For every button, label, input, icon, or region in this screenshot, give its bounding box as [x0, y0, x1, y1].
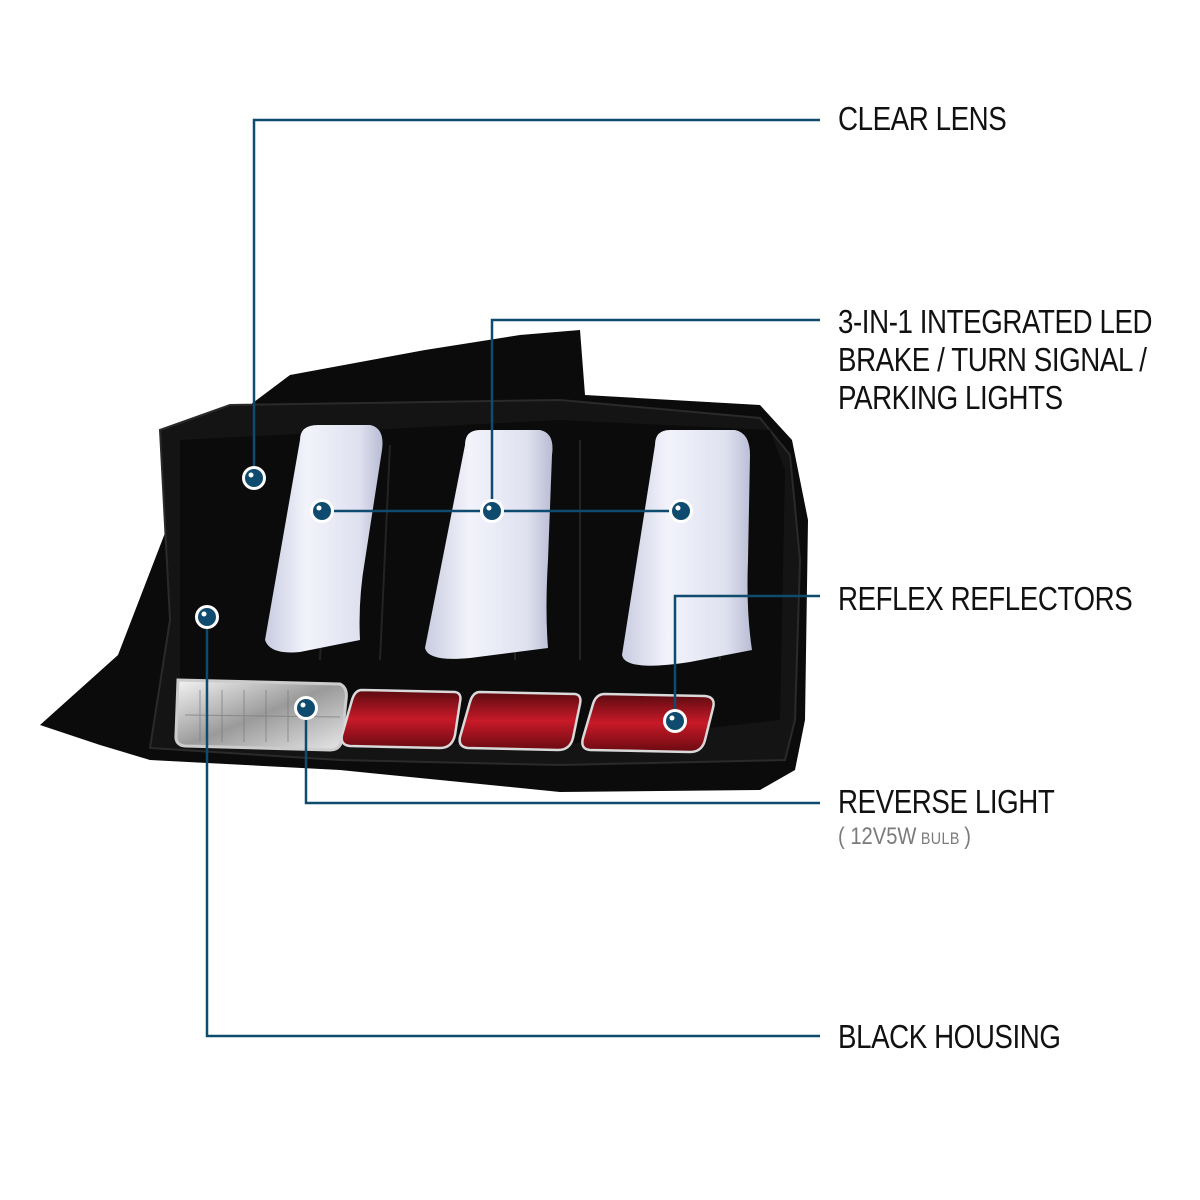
dot-led-3 — [669, 499, 693, 523]
label-reverse-light: REVERSE LIGHT — [838, 783, 1055, 821]
reverse-light-bulb-spec: ( 12V5W BULB ) — [838, 823, 971, 851]
leader-led-up — [490, 318, 820, 511]
dot-reverse — [294, 696, 318, 720]
leader-reverse — [304, 708, 820, 805]
dot-led-2 — [480, 499, 504, 523]
label-integrated-led-line1: 3-IN-1 INTEGRATED LED — [838, 303, 1153, 340]
reflector-2 — [458, 690, 582, 752]
dot-housing — [195, 605, 219, 629]
open-paren: ( — [838, 823, 851, 850]
callout-dots — [195, 466, 693, 733]
led-bar-1 — [265, 425, 383, 653]
led-bar-3 — [622, 430, 752, 666]
label-integrated-led-line2: BRAKE / TURN SIGNAL / — [838, 341, 1147, 378]
reflector-3 — [581, 692, 715, 754]
label-reflex-reflectors-text: REFLEX REFLECTORS — [838, 580, 1133, 617]
label-integrated-led: 3-IN-1 INTEGRATED LED BRAKE / TURN SIGNA… — [838, 303, 1153, 417]
label-reflex-reflectors: REFLEX REFLECTORS — [838, 580, 1133, 618]
label-reverse-light-text: REVERSE LIGHT — [838, 783, 1055, 820]
label-clear-lens: CLEAR LENS — [838, 100, 1007, 138]
led-bar-2 — [425, 430, 553, 659]
reflector-1 — [340, 688, 462, 750]
dot-led-1 — [310, 499, 334, 523]
label-black-housing: BLACK HOUSING — [838, 1018, 1061, 1056]
bulb-word: BULB — [916, 829, 965, 848]
label-clear-lens-text: CLEAR LENS — [838, 100, 1007, 137]
leader-clear-lens — [252, 118, 820, 478]
label-black-housing-text: BLACK HOUSING — [838, 1018, 1061, 1055]
leader-lines — [205, 118, 820, 1038]
label-integrated-led-line3: PARKING LIGHTS — [838, 379, 1063, 416]
dot-reflex — [663, 709, 687, 733]
bulb-spec: 12V5W — [850, 823, 917, 850]
leader-reflex — [673, 594, 820, 721]
leader-housing — [205, 617, 820, 1038]
close-paren: ) — [964, 823, 971, 850]
dot-clear-lens — [242, 466, 266, 490]
